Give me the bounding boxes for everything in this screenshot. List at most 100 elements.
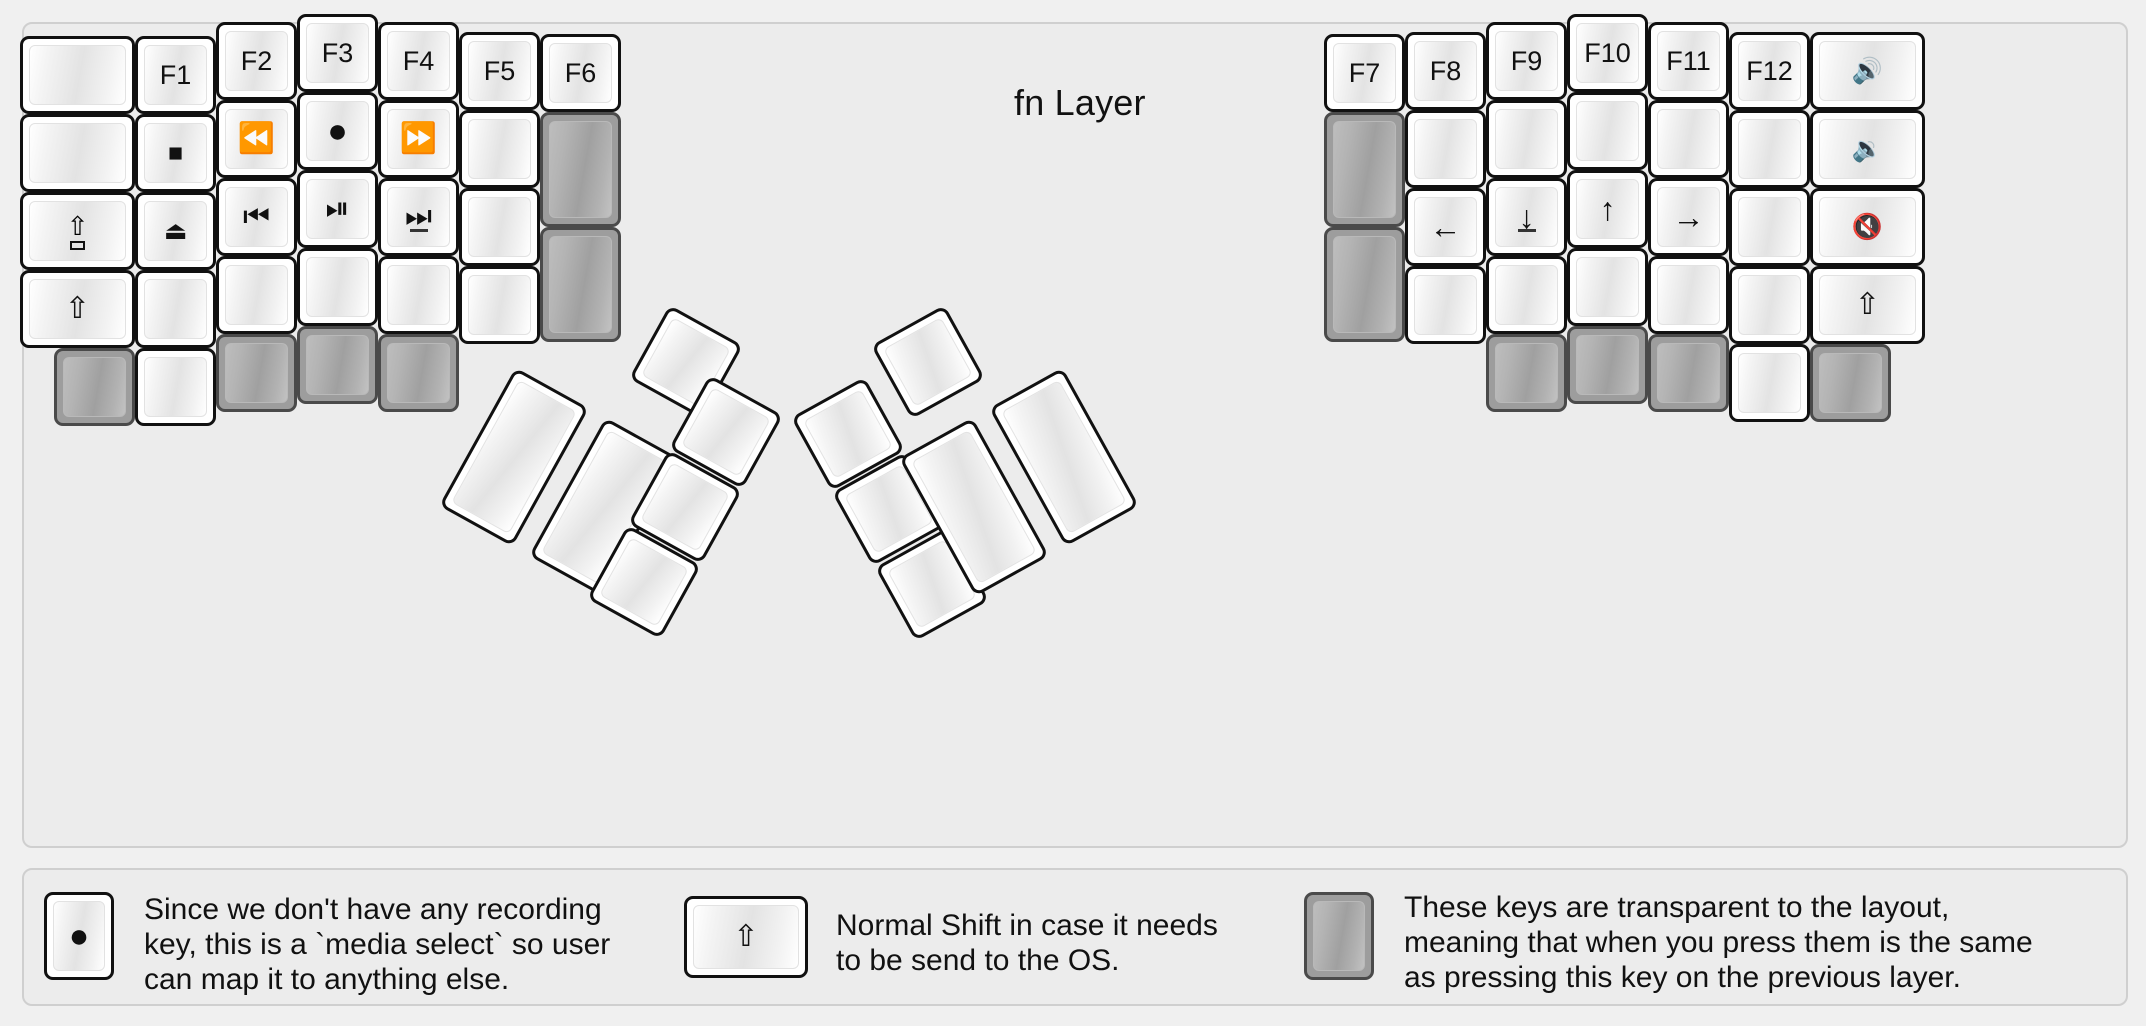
key-f1[interactable]: F1 — [135, 36, 216, 114]
keycap-face — [1495, 109, 1558, 169]
key-left-c7-r2[interactable] — [540, 112, 621, 227]
key-shift-right[interactable]: ⇧ — [1810, 266, 1925, 344]
key-volume-down[interactable]: 🔉 — [1810, 110, 1925, 188]
key-f5[interactable]: F5 — [459, 32, 540, 110]
key-f10[interactable]: F10 — [1567, 14, 1648, 92]
key-right-c4-r5[interactable] — [1567, 326, 1648, 404]
key-media-stop[interactable]: ■ — [135, 114, 216, 192]
keycap-face: F7 — [1333, 43, 1396, 103]
key-right-c6-r2[interactable] — [1729, 110, 1810, 188]
keycap-face — [1333, 236, 1396, 333]
key-mute[interactable]: 🔇 — [1810, 188, 1925, 266]
key-left-c7-r3[interactable] — [540, 227, 621, 342]
key-f8[interactable]: F8 — [1405, 32, 1486, 110]
key-label: F10 — [1584, 37, 1631, 68]
key-arrow-up[interactable]: ↑ — [1567, 170, 1648, 248]
key-left-c3-r5[interactable] — [216, 334, 297, 412]
key-left-c5-r4[interactable] — [378, 256, 459, 334]
key-left-c2-r4[interactable] — [135, 270, 216, 348]
key-left-c6-r3[interactable] — [459, 188, 540, 266]
shift-icon: ⇧ — [733, 920, 759, 953]
record-icon: ● — [327, 112, 348, 150]
key-volume-up[interactable]: 🔊 — [1810, 32, 1925, 110]
key-left-c2-r5[interactable] — [135, 348, 216, 426]
shift-icon: ⇧ — [64, 292, 91, 325]
key-left-c1-r2[interactable] — [20, 114, 135, 192]
key-left-c1-r1[interactable] — [20, 36, 135, 114]
keycap-face: ← — [1414, 197, 1477, 257]
key-f4[interactable]: F4 — [378, 22, 459, 100]
keycap-face — [1738, 353, 1801, 413]
legend-panel: ● Since we don't have any recording key,… — [22, 868, 2128, 1006]
key-f7[interactable]: F7 — [1324, 34, 1405, 112]
keycap-face — [549, 236, 612, 333]
key-right-c2-r2[interactable] — [1405, 110, 1486, 188]
key-arrow-right[interactable]: → — [1648, 178, 1729, 256]
next-track-icon: ⏭ — [405, 200, 432, 233]
keycap-face — [387, 343, 450, 403]
key-label: F7 — [1348, 57, 1381, 88]
keycap-face — [1414, 119, 1477, 179]
key-f3[interactable]: F3 — [297, 14, 378, 92]
keycap-face — [306, 257, 369, 317]
keycap-face: ⏩ — [387, 109, 450, 169]
key-left-c1-r4[interactable]: ⇧ — [20, 270, 135, 348]
key-media-rewind[interactable]: ⏪ — [216, 100, 297, 178]
key-right-c6-r3[interactable] — [1729, 188, 1810, 266]
keycap-face: 🔉 — [1819, 119, 1916, 179]
key-right-c6-r5[interactable] — [1729, 344, 1810, 422]
key-label: F12 — [1746, 55, 1793, 86]
key-left-c1-r5[interactable] — [54, 348, 135, 426]
keycap-face — [225, 265, 288, 325]
key-right-c3-r2[interactable] — [1486, 100, 1567, 178]
legend-transparent-text: These keys are transparent to the layout… — [1404, 891, 2033, 995]
key-media-record[interactable]: ● — [297, 92, 378, 170]
key-media-eject[interactable]: ⏏ — [135, 192, 216, 270]
key-f6[interactable]: F6 — [540, 34, 621, 112]
keyboard-diagram-panel: fn Layer ⇧ ⇧ F1 ■ ⏏ — [20, 14, 2128, 848]
key-right-c3-r5[interactable] — [1486, 334, 1567, 412]
key-f12[interactable]: F12 — [1729, 32, 1810, 110]
key-left-c6-r2[interactable] — [459, 110, 540, 188]
key-arrow-down[interactable]: ↓ — [1486, 178, 1567, 256]
keycap-face: F2 — [225, 31, 288, 91]
keycap-face — [144, 357, 207, 417]
key-right-c1-r3[interactable] — [1324, 227, 1405, 342]
keycap-face — [1313, 901, 1365, 971]
keycap-face: ⇧ — [1819, 275, 1916, 335]
key-f9[interactable]: F9 — [1486, 22, 1567, 100]
key-right-c4-r2[interactable] — [1567, 92, 1648, 170]
keycap-face: F4 — [387, 31, 450, 91]
key-left-c6-r4[interactable] — [459, 266, 540, 344]
key-right-c2-r4[interactable] — [1405, 266, 1486, 344]
key-left-c4-r5[interactable] — [297, 326, 378, 404]
key-right-c7-r5[interactable] — [1810, 344, 1891, 422]
key-right-c5-r4[interactable] — [1648, 256, 1729, 334]
key-media-next-track[interactable]: ⏭ — [378, 178, 459, 256]
key-arrow-left[interactable]: ← — [1405, 188, 1486, 266]
keycap-face — [29, 45, 126, 105]
key-label: F11 — [1666, 45, 1711, 76]
key-f11[interactable]: F11 — [1648, 22, 1729, 100]
legend-record: ● Since we don't have any recording key,… — [24, 870, 704, 1004]
key-right-c6-r4[interactable] — [1729, 266, 1810, 344]
keycap-face: ⏏ — [144, 201, 207, 261]
key-media-fast-forward[interactable]: ⏩ — [378, 100, 459, 178]
key-left-c5-r5[interactable] — [378, 334, 459, 412]
key-right-c3-r4[interactable] — [1486, 256, 1567, 334]
key-left-c1-r3[interactable]: ⇧ — [20, 192, 135, 270]
key-f2[interactable]: F2 — [216, 22, 297, 100]
key-label: F9 — [1510, 45, 1543, 76]
key-media-play-pause[interactable]: ⏯ — [297, 170, 378, 248]
legend-shift: ⇧ Normal Shift in case it needs to be se… — [664, 870, 1284, 1004]
eject-icon: ⏏ — [163, 216, 188, 245]
key-left-c3-r4[interactable] — [216, 256, 297, 334]
key-right-c4-r4[interactable] — [1567, 248, 1648, 326]
key-right-c5-r2[interactable] — [1648, 100, 1729, 178]
keycap-face — [1738, 275, 1801, 335]
key-right-c1-r2[interactable] — [1324, 112, 1405, 227]
key-media-prev-track[interactable]: ⏮ — [216, 178, 297, 256]
key-right-thumb-2[interactable] — [870, 304, 986, 420]
key-left-c4-r4[interactable] — [297, 248, 378, 326]
key-right-c5-r5[interactable] — [1648, 334, 1729, 412]
